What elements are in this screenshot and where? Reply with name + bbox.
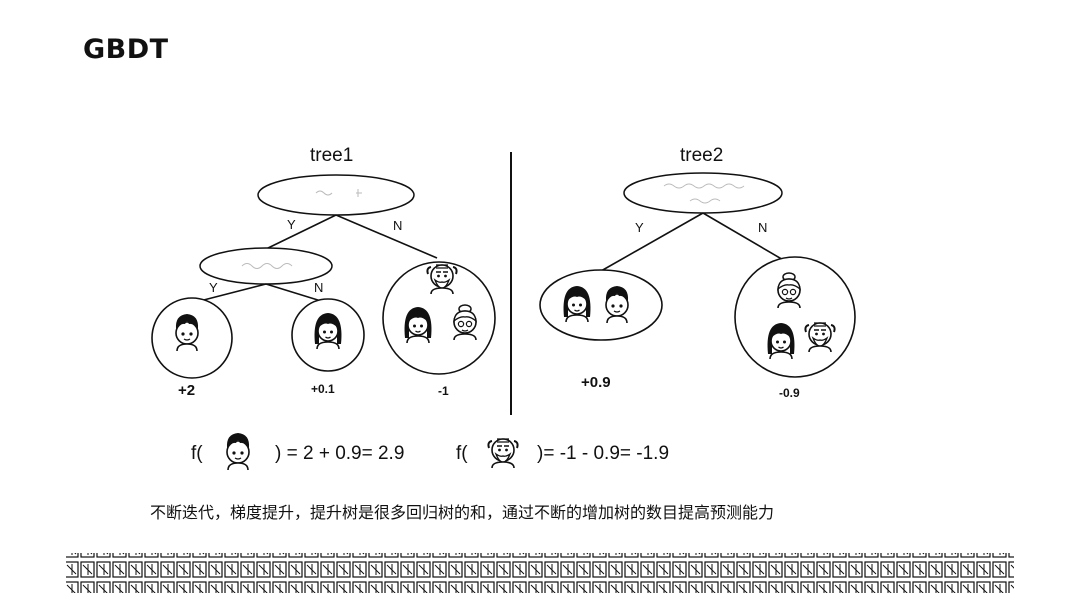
tree2-root-faint-text (663, 183, 745, 204)
tree1-root-yes-label: Y (287, 217, 296, 232)
tree2-leaf-kids (539, 269, 663, 341)
tree1-leaf-elders (382, 261, 496, 375)
tree1-root-faint-text (315, 189, 362, 197)
tree1-sub-node (199, 247, 333, 285)
tree2-leaf-value: -0.9 (779, 386, 800, 400)
tree2-root-node (623, 172, 783, 214)
tree1-leaf-value: -1 (438, 384, 449, 398)
tree1-sub-faint-text (241, 263, 293, 269)
tree1-label: tree1 (310, 145, 354, 166)
tree2-edge-root-yes (600, 212, 704, 272)
girl-face-icon (562, 285, 592, 323)
girl-face-icon (313, 312, 343, 350)
tree1-sub-no-label: N (314, 280, 324, 295)
tree2-root-yes-label: Y (635, 220, 644, 235)
page-title: GBDT (83, 34, 169, 65)
boy-face-icon (175, 313, 199, 352)
tree1-leaf-value: +0.1 (311, 382, 335, 396)
girl-face-icon (403, 306, 433, 344)
tree1-sub-yes-label: Y (209, 280, 218, 295)
boy-face-icon (605, 285, 629, 324)
tree2-leaf-value: +0.9 (581, 374, 611, 391)
formula1-result: ) = 2 + 0.9= 2.9 (275, 443, 405, 464)
tree2-label: tree2 (680, 145, 724, 166)
formula2-result: )= -1 - 0.9= -1.9 (537, 443, 670, 464)
grandpa-face-icon (487, 438, 519, 469)
girl-face-icon (766, 322, 796, 360)
tree1-edge-root-yes (265, 214, 337, 250)
boy-face-icon (226, 432, 250, 471)
formula1-prefix: f( (191, 443, 203, 464)
footer-pattern-band (66, 553, 1014, 593)
tree1-root-no-label: N (393, 218, 403, 233)
tree1 (151, 174, 496, 379)
tree1-leaf-value: +2 (178, 382, 196, 399)
caption-text: 不断迭代，梯度提升，提升树是很多回归树的和，通过不断的增加树的数目提高预测能力 (150, 503, 775, 522)
tree2 (539, 172, 856, 378)
formula2-prefix: f( (456, 443, 468, 464)
tree1-edge-root-no (335, 214, 438, 259)
tree1-root-node (257, 174, 415, 216)
tree2-root-no-label: N (758, 220, 768, 235)
